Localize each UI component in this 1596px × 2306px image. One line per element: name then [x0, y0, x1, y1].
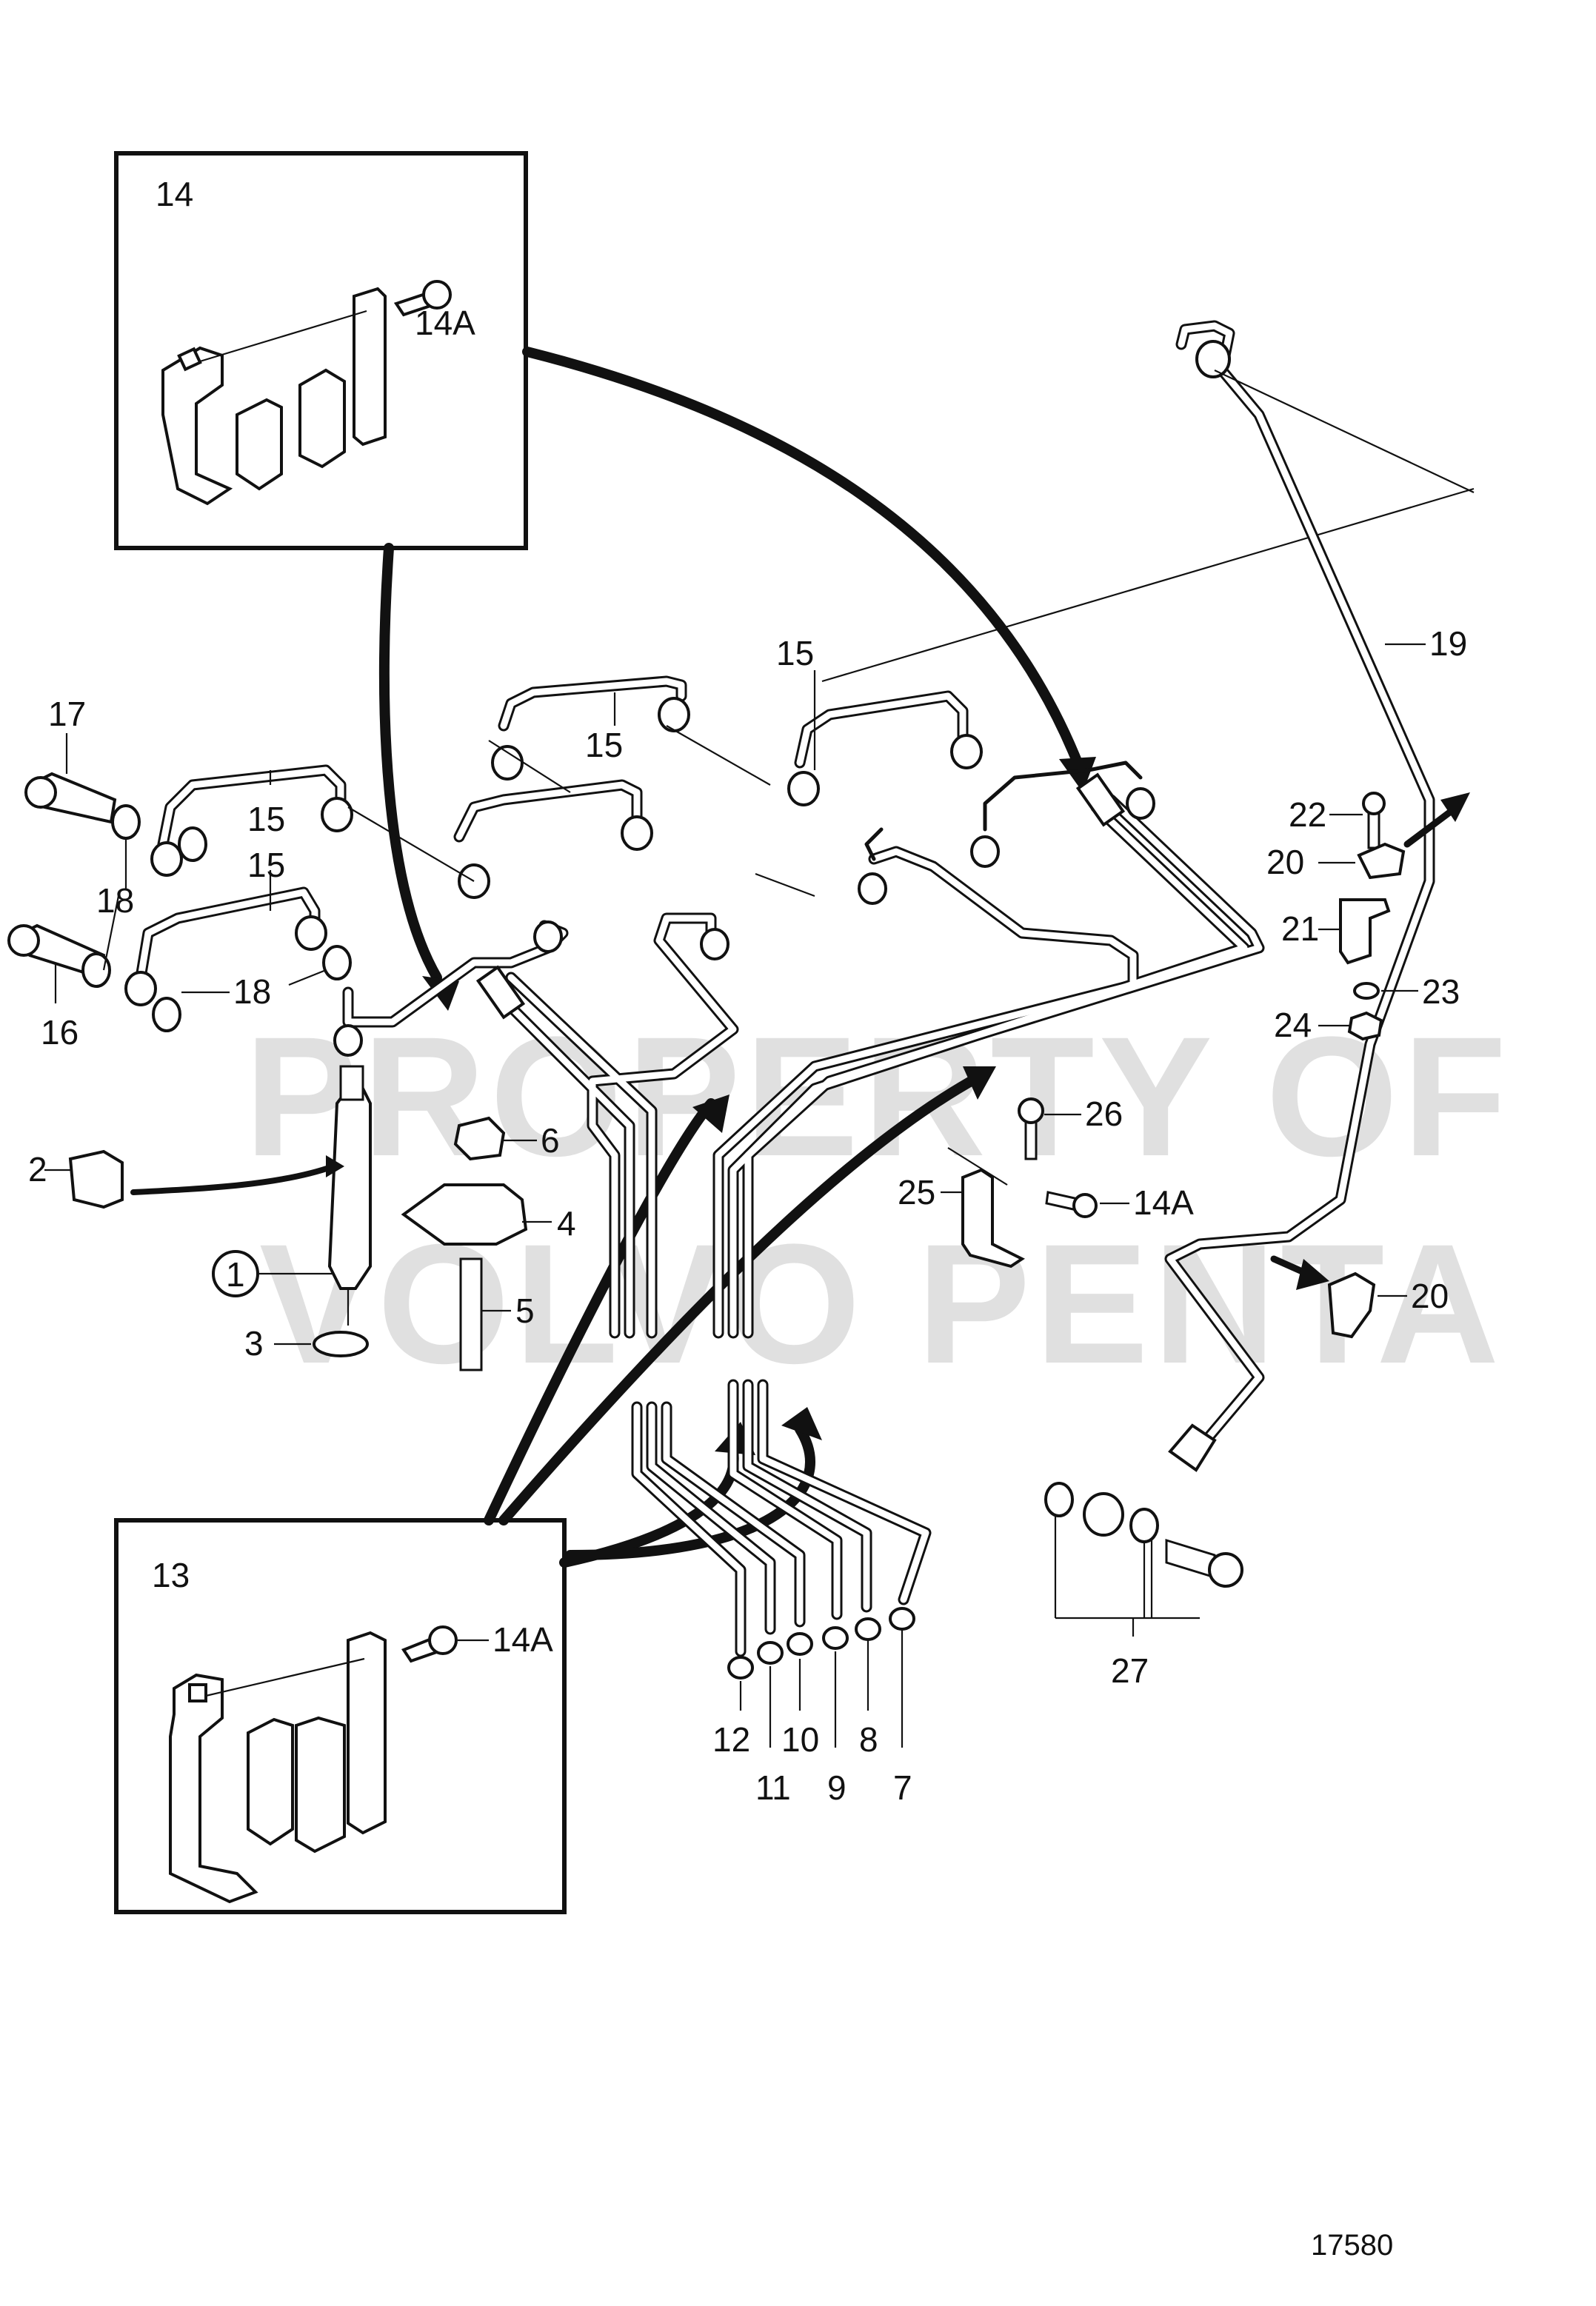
stud-5	[459, 1257, 483, 1371]
clip-20-lower	[1327, 1271, 1376, 1339]
clamp-plate-13	[347, 1631, 387, 1835]
banjo-fitting-27: 27	[1044, 1482, 1243, 1690]
drawing-number: 17580	[1311, 2229, 1393, 2262]
callout-9: 9	[827, 1768, 847, 1807]
clamp-plate	[353, 287, 387, 447]
callout-2: 2	[28, 1150, 47, 1189]
sealing-washer-18-b	[178, 826, 207, 862]
return-fuel-pipe-19: 19	[1164, 320, 1475, 1472]
injector	[327, 1087, 372, 1290]
injector-assembly: 1 3 2 4 6 5	[28, 1065, 576, 1371]
clamp-half-right	[298, 368, 346, 469]
bracket-25	[961, 1168, 1025, 1269]
callout-27: 27	[1111, 1651, 1149, 1690]
callout-21: 21	[1281, 909, 1319, 948]
callout-18-b: 18	[233, 972, 271, 1011]
nut-24	[1347, 1011, 1383, 1041]
callout-1: 1	[226, 1255, 245, 1294]
callout-17: 17	[48, 695, 86, 733]
sealing-washer-18-e	[152, 997, 181, 1032]
protection-cap-2	[68, 1149, 124, 1209]
callout-4: 4	[557, 1204, 576, 1243]
injector-clamp-4	[401, 1183, 528, 1246]
retainer-parts: 22 20 21 23 24 26 25 14A	[898, 792, 1470, 1339]
callout-15-c: 15	[247, 800, 285, 838]
screw-26	[1024, 1117, 1038, 1160]
callout-10: 10	[781, 1720, 819, 1759]
o-ring-3	[313, 1331, 369, 1357]
callout-8: 8	[859, 1720, 878, 1759]
callout-6: 6	[541, 1121, 560, 1160]
clamp-half-13-left	[247, 1717, 294, 1846]
sealing-washer-18-a	[111, 804, 141, 840]
callout-7: 7	[893, 1768, 912, 1807]
bolt-14a-middle	[1072, 1193, 1098, 1218]
callout-14a-bottom: 14A	[493, 1620, 553, 1659]
clamp-half-left	[236, 398, 283, 491]
callout-15-d: 15	[247, 846, 285, 884]
callout-15-b: 15	[585, 726, 623, 764]
callout-20-lower: 20	[1411, 1277, 1449, 1315]
clip-20-top	[1357, 842, 1406, 880]
watermark-line1: PROPERTY OF	[244, 1001, 1511, 1192]
detail-inset-14: 14 14A	[114, 151, 528, 550]
callout-22: 22	[1289, 795, 1326, 834]
callout-24: 24	[1274, 1006, 1312, 1044]
washer-23	[1353, 982, 1380, 1000]
pipe-clamp-bracket-13	[169, 1673, 258, 1904]
detail-inset-13: 13 14A	[114, 1518, 567, 1914]
callout-26: 26	[1085, 1094, 1123, 1133]
callout-3: 3	[244, 1324, 264, 1363]
callout-16: 16	[41, 1013, 79, 1052]
callout-12: 12	[712, 1720, 750, 1759]
pipe-callouts-7-12: 12 11 10 9 8 7	[712, 1629, 912, 1807]
sealing-washer-18-d	[322, 945, 352, 980]
clamp-half-13-right	[295, 1716, 346, 1854]
callout-14: 14	[156, 175, 193, 213]
nut-6	[453, 1116, 506, 1161]
leak-off-pipes-15: 15 15 15 15	[124, 487, 1475, 1006]
callout-20-top: 20	[1266, 843, 1304, 881]
pump-end-nuts	[727, 1607, 915, 1680]
callout-11: 11	[755, 1768, 791, 1807]
callout-14a-top: 14A	[415, 304, 475, 342]
callout-15-a: 15	[776, 634, 814, 672]
bracket-21	[1339, 898, 1391, 965]
callout-13: 13	[152, 1556, 190, 1594]
sealing-washer-18-c	[81, 952, 111, 988]
banjo-bolts: 17 16 18 18	[7, 695, 352, 1052]
callout-23: 23	[1422, 972, 1460, 1011]
callout-19: 19	[1429, 624, 1467, 663]
callout-5: 5	[515, 1291, 535, 1330]
callout-25: 25	[898, 1173, 935, 1212]
callout-18-a: 18	[96, 881, 134, 920]
injection-pipes-bundle	[333, 761, 1265, 1680]
callout-14a-middle: 14A	[1133, 1183, 1194, 1222]
